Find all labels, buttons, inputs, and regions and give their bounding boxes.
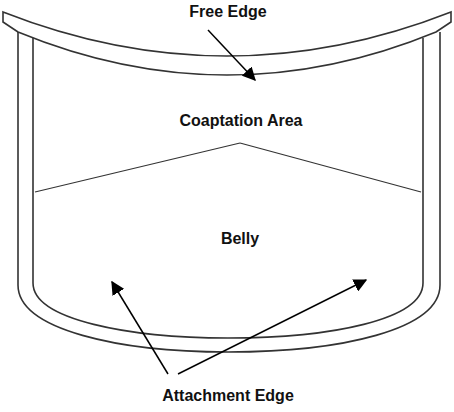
part-label: Attachment Edge [162, 386, 294, 405]
region-label: Coaptation Area [180, 111, 303, 130]
part-label: Free Edge [189, 2, 266, 21]
region-label: Belly [221, 229, 259, 248]
